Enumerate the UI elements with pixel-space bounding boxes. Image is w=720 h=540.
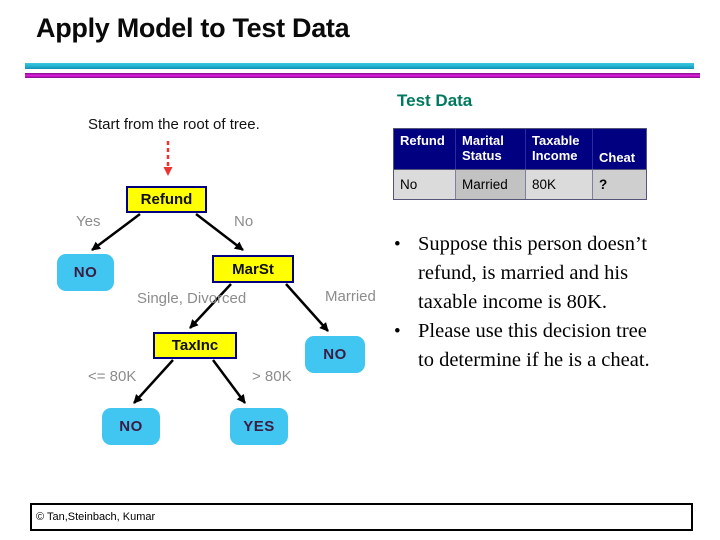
bullet-line: to determine if he is a cheat.: [418, 349, 650, 371]
edge-label-yes: Yes: [76, 213, 101, 230]
edge-label-lte-80k: <= 80K: [88, 368, 137, 385]
test-data-label: Test Data: [397, 91, 473, 110]
teal-divider-line: [25, 63, 694, 69]
tree-leaf-no-income-low: NO: [102, 408, 160, 445]
bullet-text: Please use this decision tree to determi…: [418, 317, 650, 375]
bullet-item: • Please use this decision tree to deter…: [394, 317, 650, 375]
tree-leaf-no-married: NO: [305, 336, 365, 373]
page-title: Apply Model to Test Data: [36, 13, 350, 43]
edge-label-married: Married: [325, 288, 376, 305]
tree-node-marst: MarSt: [212, 255, 294, 283]
cell-refund: No: [394, 169, 456, 199]
edge-label-single-divorced: Single, Divorced: [137, 290, 247, 307]
bullet-dot-icon: •: [394, 321, 401, 342]
cell-taxable-income: 80K: [526, 169, 593, 199]
test-data-table: Refund Marital Status Taxable Income Che…: [393, 128, 647, 200]
table-header-row: Refund Marital Status Taxable Income Che…: [394, 129, 646, 169]
magenta-divider-line: [25, 73, 700, 78]
edge-label-no: No: [234, 213, 254, 230]
copyright-text: © Tan,Steinbach, Kumar: [36, 511, 156, 523]
tree-node-taxinc: TaxInc: [153, 332, 237, 359]
bullet-line: Suppose this person doesn’t: [418, 233, 648, 255]
table-row: No Married 80K ?: [394, 169, 646, 199]
bullet-text: Suppose this person doesn’t refund, is m…: [418, 230, 647, 317]
edge-label-gt-80k: > 80K: [252, 368, 292, 385]
bullet-line: Please use this decision tree: [418, 320, 647, 342]
column-header-refund: Refund: [394, 129, 456, 169]
bullet-item: • Suppose this person doesn’t refund, is…: [394, 230, 647, 317]
bullet-line: taxable income is 80K.: [418, 291, 608, 313]
footer-box: © Tan,Steinbach, Kumar: [30, 503, 693, 531]
cell-marital-status: Married: [456, 169, 526, 199]
instruction-text: Start from the root of tree.: [88, 116, 260, 133]
bullet-line: refund, is married and his: [418, 262, 629, 284]
tree-node-refund: Refund: [126, 186, 207, 213]
column-header-cheat: Cheat: [593, 129, 646, 169]
cell-cheat: ?: [593, 169, 646, 199]
tree-leaf-no-refund-yes: NO: [57, 254, 114, 291]
bullet-dot-icon: •: [394, 234, 401, 255]
column-header-taxable-income: Taxable Income: [526, 129, 593, 169]
column-header-marital-status: Marital Status: [456, 129, 526, 169]
tree-leaf-yes-income-high: YES: [230, 408, 288, 445]
